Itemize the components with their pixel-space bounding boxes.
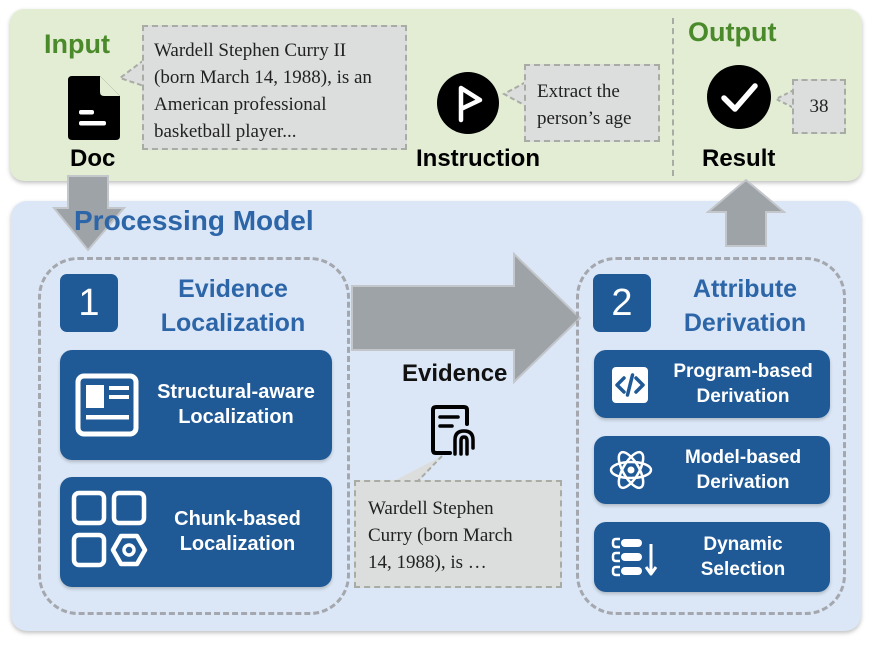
checkmark-icon [707, 65, 771, 129]
instruction-text-callout: Extract the person’s age [524, 64, 660, 142]
up-arrow [706, 178, 786, 247]
doc-text-line: (born March 14, 1988), is an [154, 67, 372, 88]
panel-divider [672, 18, 674, 176]
dynamic-selection-label-line: Dynamic [703, 534, 783, 555]
result-label: Result [702, 145, 776, 172]
evidence-callout-pointer [388, 455, 443, 484]
instruction-text-line: Extract the [537, 81, 620, 102]
doc-text-line: Wardell Stephen Curry II [154, 40, 347, 61]
chunk-based-localization-card: Chunk-based Localization [60, 477, 332, 587]
program-based-derivation-card: Program-based Derivation [594, 350, 830, 418]
doc-text-line: basketball player... [154, 121, 297, 142]
chunks-icon [71, 490, 148, 568]
doc-text-line: American professional [154, 94, 327, 115]
step-number-badge: 1 [60, 274, 118, 332]
attribute-derivation-title: Attribute Derivation [655, 272, 835, 340]
down-arrow [52, 175, 126, 252]
evidence-text-line: Curry (born March [368, 525, 513, 546]
atom-icon [609, 450, 653, 490]
evidence-localization-title: Evidence Localization [128, 272, 338, 340]
result-callout-pointer [774, 89, 795, 109]
result-value: 38 [809, 96, 829, 117]
evidence-localization-title-line: Evidence [178, 275, 288, 303]
chunk-based-label-line: Localization [179, 533, 296, 555]
output-title: Output [688, 17, 777, 47]
dynamic-selection-label-line: Selection [700, 559, 786, 580]
program-based-label-line: Derivation [696, 386, 790, 407]
chunk-based-label-line: Chunk-based [174, 508, 301, 530]
evidence-text-callout: Wardell Stephen Curry (born March 14, 19… [354, 480, 562, 588]
right-arrow [351, 252, 582, 384]
model-based-label-line: Model-based [684, 447, 802, 468]
dynamic-selection-card: Dynamic Selection [594, 522, 830, 592]
layout-icon [75, 373, 139, 437]
program-based-label-line: Program-based [673, 361, 813, 382]
list-select-icon [611, 537, 658, 577]
attribute-derivation-title-line: Derivation [683, 309, 807, 337]
doc-text-callout: Wardell Stephen Curry II (born March 14,… [142, 25, 407, 150]
model-based-label-line: Derivation [696, 472, 790, 493]
evidence-title: Evidence [402, 360, 508, 387]
attribute-derivation-title-line: Attribute [692, 275, 798, 303]
fingerprint-document-icon [431, 405, 475, 456]
flag-icon [437, 72, 499, 134]
code-icon [612, 367, 648, 403]
evidence-text-line: Wardell Stephen [368, 498, 494, 519]
instruction-callout-pointer [502, 81, 527, 107]
attribute-derivation-box [576, 257, 846, 615]
model-based-derivation-card: Model-based Derivation [594, 436, 830, 504]
evidence-localization-box [38, 257, 350, 615]
evidence-text-line: 14, 1988), is … [368, 552, 487, 573]
evidence-localization-title-line: Localization [160, 309, 306, 337]
processing-model-title: Processing Model [74, 205, 314, 236]
doc-label: Doc [70, 145, 116, 172]
instruction-text-line: person’s age [537, 108, 632, 129]
input-title: Input [44, 29, 110, 59]
step-number-badge: 2 [593, 274, 651, 332]
result-value-callout: 38 [792, 79, 846, 134]
doc-callout-pointer [118, 59, 145, 87]
document-icon [68, 76, 120, 140]
structural-aware-label-line: Structural-aware [157, 381, 315, 403]
structural-aware-localization-card: Structural-aware Localization [60, 350, 332, 460]
instruction-label: Instruction [416, 145, 540, 172]
structural-aware-label-line: Localization [178, 406, 294, 428]
